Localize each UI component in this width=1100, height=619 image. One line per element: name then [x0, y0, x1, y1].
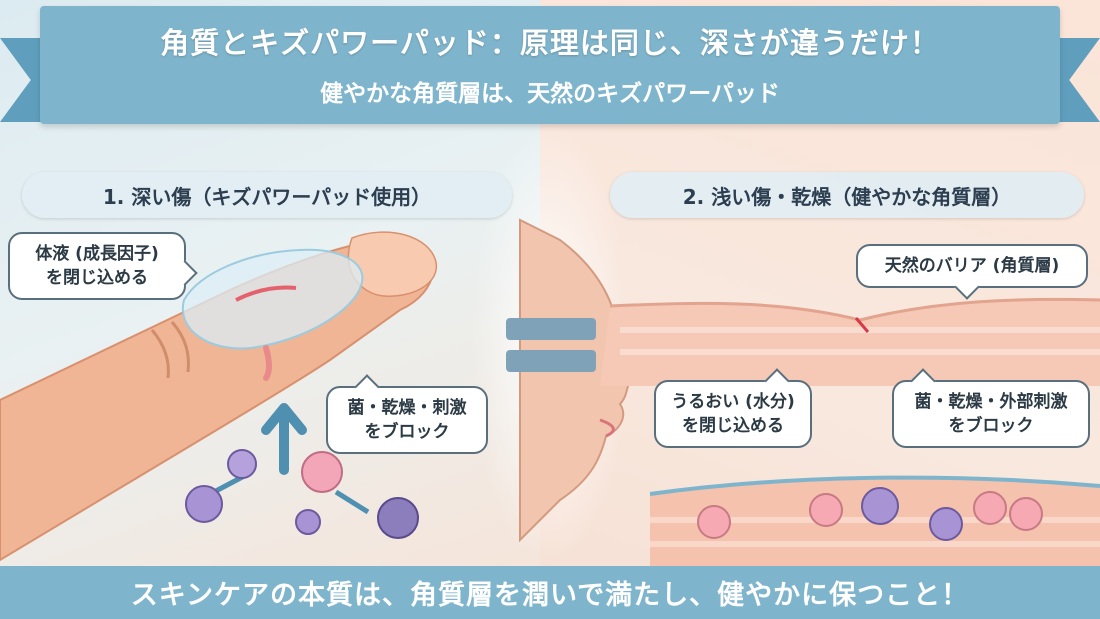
footer-message: スキンケアの本質は、角質層を潤いで満たし、健やかに保つこと！ [0, 566, 1100, 619]
section-label-deep-wound: 1. 深い傷（キズパワーパッド使用） [22, 172, 512, 218]
title-banner: 角質とキズパワーパッド：原理は同じ、深さが違うだけ！ 健やかな角質層は、天然のキ… [40, 6, 1060, 124]
page-subtitle: 健やかな角質層は、天然のキズパワーパッド [320, 81, 780, 107]
germ-character [185, 449, 419, 539]
bubble-block-germs: 菌・乾燥・刺激 をブロック [326, 386, 488, 454]
bubble-text: 体液 (成長因子) を閉じ込める [35, 244, 159, 288]
bubble-text: うるおい (水分) を閉じ込める [671, 392, 795, 436]
bubble-text: 菌・乾燥・刺激 をブロック [347, 398, 467, 442]
page-title: 角質とキズパワーパッド：原理は同じ、深さが違うだけ！ [160, 26, 940, 60]
equals-icon [506, 350, 596, 372]
bubble-natural-barrier: 天然のバリア (角質層) [856, 244, 1088, 288]
bubble-seal-fluid: 体液 (成長因子) を閉じ込める [8, 232, 186, 300]
bubble-text: 天然のバリア (角質層) [884, 256, 1060, 276]
equals-icon [506, 318, 596, 340]
bubble-text: 菌・乾燥・外部刺激 をブロック [914, 392, 1068, 436]
bubble-seal-moisture: うるおい (水分) を閉じ込める [654, 380, 812, 448]
skin-layer-illustration [600, 297, 1100, 386]
skin-layer-illustration [649, 475, 1100, 566]
bubble-block-external: 菌・乾燥・外部刺激 をブロック [892, 380, 1090, 448]
section-label-shallow-wound: 2. 浅い傷・乾燥（健やかな角質層） [610, 172, 1084, 218]
hydrocolloid-pad [181, 248, 364, 381]
